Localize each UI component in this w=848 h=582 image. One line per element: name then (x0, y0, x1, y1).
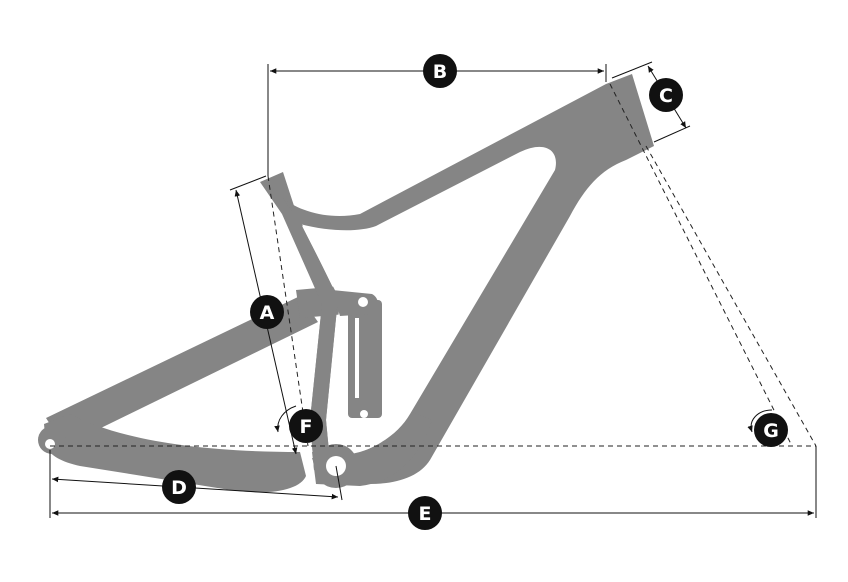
chain-stay (44, 414, 306, 493)
dim-G-arc (747, 409, 773, 433)
label-F: F (300, 416, 313, 438)
dim-C-ext-top (611, 61, 653, 79)
seat-tube-lower (284, 214, 338, 470)
label-C: C (659, 85, 673, 107)
dim-D-ext-right (335, 465, 343, 501)
rear-axle-hole (45, 439, 55, 449)
dim-A-ext-top (229, 175, 267, 191)
shock-stanchion-slot (355, 318, 359, 398)
label-D-badge: D (162, 470, 196, 504)
label-A: A (260, 302, 275, 324)
steering-axis-front (609, 83, 793, 447)
shock-mount (332, 290, 378, 316)
steering-axis-rear (645, 145, 817, 447)
rocker-pivot-hole (358, 297, 368, 307)
label-B-badge: B (423, 54, 457, 88)
label-C-badge: C (649, 78, 683, 112)
label-B: B (433, 61, 447, 83)
label-E: E (419, 503, 432, 525)
label-D: D (171, 477, 187, 499)
shock-lower-bolt (360, 410, 368, 418)
label-A-badge: A (250, 295, 284, 329)
dim-C-ext-bottom (653, 125, 691, 143)
bike-frame (38, 74, 654, 493)
front-triangle (283, 74, 654, 484)
rear-shock-body (348, 300, 382, 418)
label-G: G (763, 420, 779, 442)
label-E-badge: E (408, 496, 442, 530)
label-G-badge: G (754, 413, 788, 447)
label-F-badge: F (289, 409, 323, 443)
dim-F-arc (274, 405, 297, 433)
